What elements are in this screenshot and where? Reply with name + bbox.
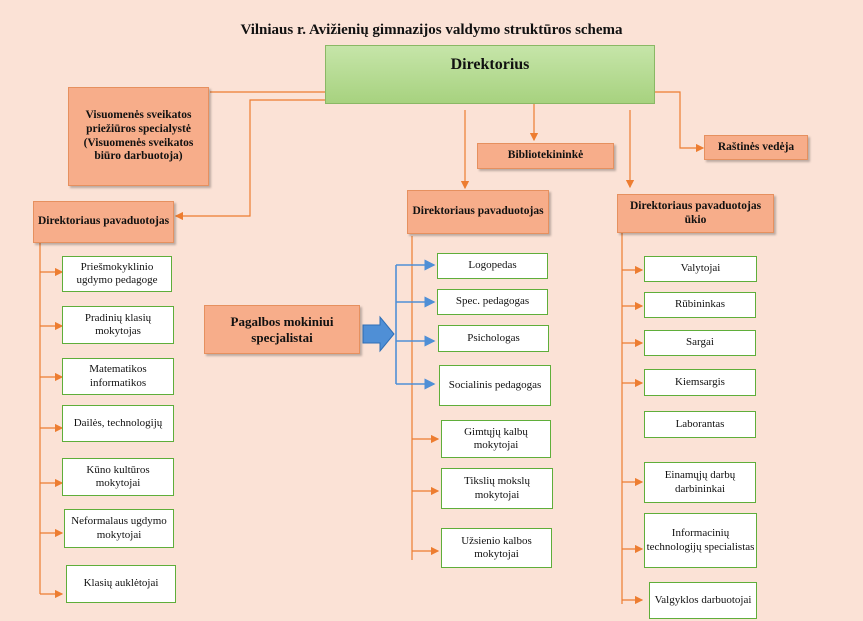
deputy-left-box: Direktoriaus pavaduotojas xyxy=(33,201,174,243)
support-specialists-box: Pagalbos mokiniui specjalistai xyxy=(204,305,360,354)
left-item-math: Matematikos informatikos xyxy=(62,358,174,395)
right-item-canteen: Valgyklos darbuotojai xyxy=(649,582,757,619)
deputy-center-box: Direktoriaus pavaduotojas xyxy=(407,190,549,234)
office-manager-box: Raštinės vedėja xyxy=(704,135,808,160)
left-item-informal: Neformalaus ugdymo mokytojai xyxy=(64,509,174,548)
right-item-it: Informacinių technologijų specialistas xyxy=(644,513,757,568)
right-item-cleaners: Valytojai xyxy=(644,256,757,282)
left-item-class-teachers: Klasių auklėtojai xyxy=(66,565,176,603)
left-item-art: Dailės, technologijų xyxy=(62,405,174,442)
right-item-workers: Einamųjų darbų darbininkai xyxy=(644,462,756,503)
center-item-speech: Logopedas xyxy=(437,253,548,279)
center-item-foreign-lang: Užsienio kalbos mokytojai xyxy=(441,528,552,568)
page-title: Vilniaus r. Avižienių gimnazijos valdymo… xyxy=(240,22,623,38)
deputy-right-box: Direktoriaus pavaduotojas ūkio xyxy=(617,194,774,233)
right-item-lab: Laborantas xyxy=(644,411,756,438)
support-arrow-icon xyxy=(362,315,395,353)
director-box: Direktorius xyxy=(325,45,655,104)
center-item-native-lang: Gimtųjų kalbų mokytojai xyxy=(441,420,551,458)
right-item-yard: Kiemsargis xyxy=(644,369,756,396)
center-item-psychologist: Psichologas xyxy=(438,325,549,352)
left-item-pe: Kūno kultūros mokytojai xyxy=(62,458,174,496)
right-item-guards: Sargai xyxy=(644,330,756,356)
librarian-box: Bibliotekininkė xyxy=(477,143,614,169)
left-item-primary: Pradinių klasių mokytojas xyxy=(62,306,174,344)
center-item-exact-sci: Tikslių mokslų mokytojai xyxy=(441,468,553,509)
center-item-special-ped: Spec. pedagogas xyxy=(437,289,548,315)
right-item-cloakroom: Rūbininkas xyxy=(644,292,756,318)
left-item-preschool: Priešmokyklinio ugdymo pedagoge xyxy=(62,256,172,292)
health-specialist-box: Visuomenės sveikatos priežiūros specialy… xyxy=(68,87,209,186)
center-item-social-ped: Socialinis pedagogas xyxy=(439,365,551,406)
